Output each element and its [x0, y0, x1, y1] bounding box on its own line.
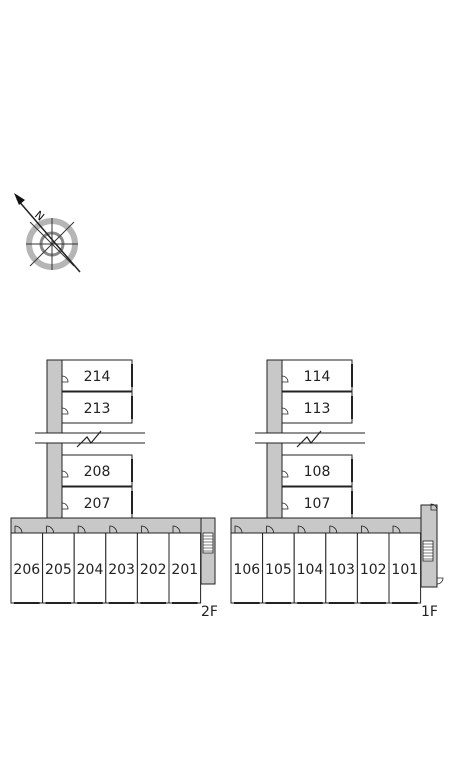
- door-icon: [172, 525, 181, 534]
- door-icon: [109, 525, 118, 534]
- stairs-icon: [202, 532, 214, 554]
- room-number: 208: [84, 464, 111, 480]
- door-icon: [361, 525, 369, 534]
- row-room: [136, 532, 170, 604]
- room-number: 213: [84, 401, 111, 417]
- door-icon: [234, 525, 243, 534]
- door-icon: [61, 375, 69, 383]
- door-icon: [281, 502, 289, 510]
- room-number: 204: [77, 562, 104, 578]
- door-icon: [281, 470, 289, 478]
- door-icon: [329, 525, 338, 534]
- row-room: [388, 532, 422, 604]
- floor-label: 2F: [201, 604, 218, 620]
- row-corridor: [10, 517, 216, 534]
- room-number: 114: [304, 369, 331, 385]
- wing-room: [281, 486, 353, 519]
- wing-room: [61, 454, 133, 487]
- north-compass-icon: N: [14, 193, 81, 273]
- entrance-door-icon: [436, 577, 444, 585]
- room-number: 102: [360, 562, 387, 578]
- row-room: [325, 532, 358, 604]
- row-room: [10, 532, 44, 604]
- room-number: 207: [84, 496, 111, 512]
- door-icon: [14, 525, 23, 534]
- door-icon: [266, 525, 275, 534]
- door-icon: [392, 525, 401, 534]
- row-room: [356, 532, 390, 604]
- door-icon: [297, 525, 306, 534]
- room-number: 106: [233, 562, 260, 578]
- room-number: 214: [84, 369, 111, 385]
- door-icon: [141, 525, 149, 534]
- entrance-door-icon: [430, 503, 438, 511]
- room-number: 103: [328, 562, 355, 578]
- door-icon: [61, 502, 69, 510]
- stairs-icon: [422, 540, 434, 562]
- room-number: 108: [304, 464, 331, 480]
- wing-room: [281, 359, 353, 392]
- break-band: [255, 433, 365, 443]
- door-icon: [61, 407, 69, 415]
- break-zigzag-icon: [296, 430, 322, 448]
- row-corridor: [230, 517, 436, 534]
- door-icon: [46, 525, 55, 534]
- row-room: [230, 532, 264, 604]
- wing-room: [61, 391, 133, 424]
- room-number: 101: [391, 562, 418, 578]
- floor-label: 1F: [421, 604, 438, 620]
- door-icon: [281, 407, 289, 415]
- break-band: [35, 433, 145, 443]
- room-number: 202: [140, 562, 167, 578]
- door-icon: [77, 525, 86, 534]
- room-number: 201: [171, 562, 198, 578]
- wing-room: [61, 359, 133, 392]
- room-number: 206: [13, 562, 40, 578]
- door-icon: [281, 375, 289, 383]
- door-icon: [61, 470, 69, 478]
- break-zigzag-icon: [76, 430, 102, 448]
- room-number: 107: [304, 496, 331, 512]
- room-number: 105: [265, 562, 292, 578]
- row-room: [42, 532, 75, 604]
- room-number: 104: [297, 562, 324, 578]
- wing-room: [281, 391, 353, 424]
- room-number: 205: [45, 562, 72, 578]
- row-room: [105, 532, 138, 604]
- room-number: 203: [108, 562, 135, 578]
- room-number: 113: [304, 401, 331, 417]
- row-room: [73, 532, 107, 604]
- row-room: [293, 532, 327, 604]
